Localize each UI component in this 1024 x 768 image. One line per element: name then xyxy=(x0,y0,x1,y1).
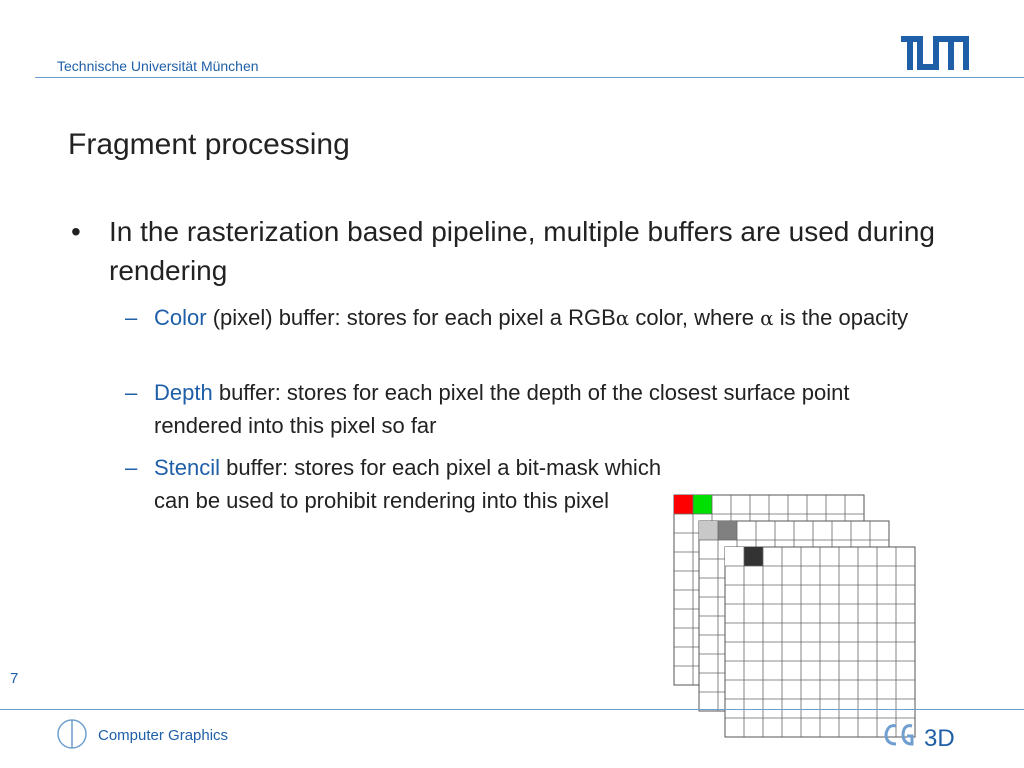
main-bullet: • In the rasterization based pipeline, m… xyxy=(71,212,941,290)
dash-symbol: – xyxy=(125,305,138,330)
alpha-symbol: α xyxy=(760,306,774,330)
slide-title: Fragment processing xyxy=(68,128,350,161)
cg-3d-logo-icon: 3D xyxy=(884,724,955,752)
dept-logo-text: 3D xyxy=(924,725,955,752)
tum-logo-icon xyxy=(901,36,969,70)
subitem-text: color, where xyxy=(629,305,761,330)
marked-pixel xyxy=(699,521,718,540)
marked-pixel xyxy=(725,547,744,566)
term-depth: Depth xyxy=(154,380,213,405)
alpha-symbol: α xyxy=(615,306,630,330)
university-name: Technische Universität München xyxy=(57,58,259,74)
subitem-text: buffer: stores for each pixel a bit-mask… xyxy=(154,455,662,513)
course-name: Computer Graphics xyxy=(98,727,229,744)
subitem-depth: – Depth buffer: stores for each pixel th… xyxy=(125,376,925,442)
term-color: Color xyxy=(154,305,207,330)
subitem-text: (pixel) buffer: stores for each pixel a … xyxy=(206,305,616,330)
subitem-stencil: – Stencil buffer: stores for each pixel … xyxy=(125,451,665,517)
marked-pixel xyxy=(718,521,737,540)
footer-rule xyxy=(0,709,1024,710)
bullet-text: In the rasterization based pipeline, mul… xyxy=(109,216,935,286)
bullet-symbol: • xyxy=(71,216,81,247)
circle-divider-icon xyxy=(57,719,87,749)
dash-symbol: – xyxy=(125,455,138,480)
stencil-buffer-grid xyxy=(724,546,916,738)
subitem-text: buffer: stores for each pixel the depth … xyxy=(154,380,850,438)
marked-pixel xyxy=(744,547,763,566)
page-number: 7 xyxy=(10,670,19,687)
marked-pixel xyxy=(693,495,712,514)
dash-symbol: – xyxy=(125,380,138,405)
term-stencil: Stencil xyxy=(154,455,221,480)
marked-pixel xyxy=(674,495,693,514)
subitem-text: is the opacity xyxy=(773,305,909,330)
header-rule xyxy=(35,77,1024,78)
subitem-color: – Color (pixel) buffer: stores for each … xyxy=(125,301,925,335)
